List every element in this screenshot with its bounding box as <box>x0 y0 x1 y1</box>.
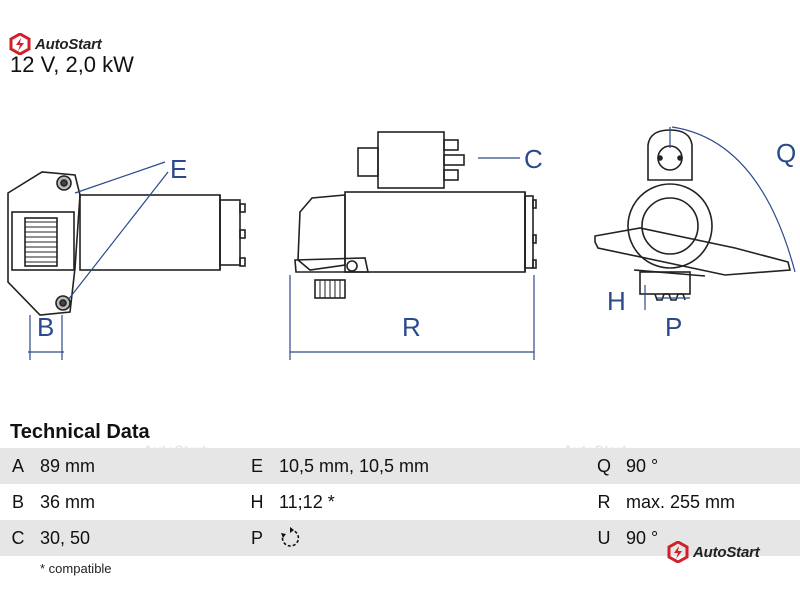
autostart-logo-icon <box>667 541 689 563</box>
table-value: 30, 50 <box>36 520 239 556</box>
right-motor-round <box>627 183 713 269</box>
right-flange-bar <box>594 227 792 276</box>
table-value: max. 255 mm <box>622 484 800 520</box>
solenoid <box>377 131 445 189</box>
technical-data-title: Technical Data <box>10 421 150 443</box>
left-end-cap <box>219 199 241 266</box>
label-H: H <box>607 286 626 316</box>
technical-data-table: A 89 mm E 10,5 mm, 10,5 mm Q 90 ° B 36 m… <box>0 448 800 556</box>
left-motor-body <box>79 194 221 271</box>
table-key: H <box>239 484 275 520</box>
table-key: A <box>0 448 36 484</box>
table-key: B <box>0 484 36 520</box>
label-E: E <box>170 154 187 184</box>
table-value: 89 mm <box>36 448 239 484</box>
label-Q: Q <box>776 138 796 168</box>
table-key: P <box>239 520 275 556</box>
brand-logo-bottom: AutoStart <box>666 541 760 563</box>
table-key: Q <box>586 448 622 484</box>
label-P: P <box>665 312 682 342</box>
table-value: 36 mm <box>36 484 239 520</box>
table-value: 11;12 * <box>275 484 586 520</box>
table-key: U <box>586 520 622 556</box>
label-C: C <box>524 144 543 174</box>
label-B: B <box>37 312 54 342</box>
label-R: R <box>402 312 421 342</box>
table-value: 90 ° <box>622 448 800 484</box>
brand-logo-top: AutoStart <box>8 33 102 55</box>
table-value: 90 ° <box>622 520 800 556</box>
right-solenoid-end <box>647 129 693 181</box>
table-key: C <box>0 520 36 556</box>
table-key: E <box>239 448 275 484</box>
footnote: * compatible <box>40 561 112 576</box>
q-angle-arc <box>671 126 796 273</box>
brand-name: AutoStart <box>693 543 760 561</box>
autostart-logo-icon <box>9 33 31 55</box>
right-gear-teeth <box>654 293 686 301</box>
spec-line: 12 V, 2,0 kW <box>10 52 134 77</box>
brand-name: AutoStart <box>35 35 102 53</box>
middle-motor-body <box>344 191 526 273</box>
clockwise-rotation-icon <box>281 527 300 547</box>
table-key: R <box>586 484 622 520</box>
left-gear-housing <box>11 211 75 271</box>
table-value-rotation <box>275 520 586 556</box>
technical-drawing: E B R C Q H P <box>7 126 796 360</box>
middle-bracket <box>294 257 369 273</box>
table-value: 10,5 mm, 10,5 mm <box>275 448 586 484</box>
left-flange <box>7 171 81 316</box>
